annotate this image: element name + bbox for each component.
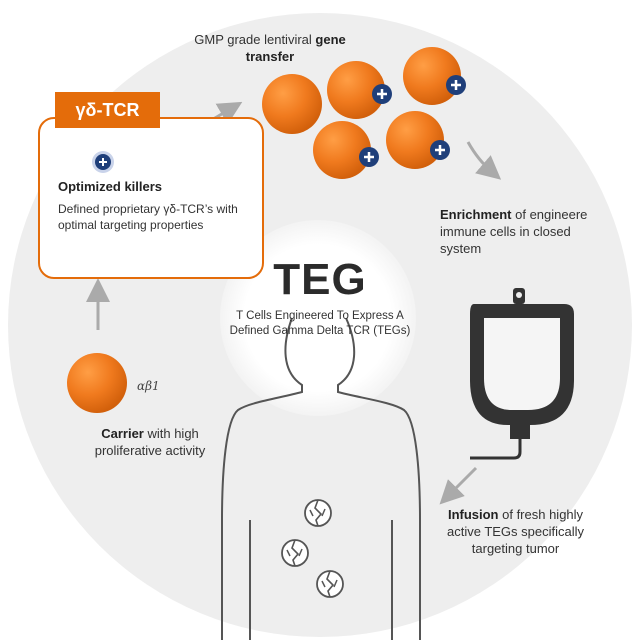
receptor-label: αβ1 [137,379,160,393]
teg-subtitle-line1: T Cells Engineered To Express A [236,310,404,322]
enrichment-label: Enrichment of engineere immune cells in … [440,206,615,257]
teg-subtitle: T Cells Engineered To Express A Defined … [222,309,418,339]
gene-transfer-bold: gene transfer [245,32,346,64]
infusion-rest: of fresh highly active TEGs specifically… [446,507,585,556]
carrier-cell [67,353,127,413]
infusion-label: Infusion of fresh highly active TEGs spe… [433,506,598,557]
teg-title: TEG [273,255,367,304]
engineered-cell [313,121,379,179]
arrow-icon [466,141,502,180]
tumor-cell-icon [281,539,309,567]
inner-circle [220,220,416,416]
tcr-box [38,117,264,279]
enrichment-rest: of engineere immune cells in closed syst… [440,207,588,256]
infusion-bold: Infusion [447,507,499,522]
teg-subtitle-line2: Defined Gamma Delta TCR (TEGs) [229,325,411,337]
carrier-bold: Carrier [101,426,144,441]
tcr-description: Defined proprietary γδ-TCR’s with optima… [58,202,238,232]
tcr-title: Optimized killers [58,179,163,194]
engineered-cell [403,47,466,105]
iv-bag-icon [470,288,574,460]
gene-transfer-normal: GMP grade lentiviral [194,32,316,47]
plus-icon [92,151,114,173]
tumor-cell-icon [316,570,344,598]
engineered-cell [327,61,392,119]
gene-transfer-label: GMP grade lentiviral gene transfer [170,31,370,65]
engineered-cell [386,111,450,169]
tumor-cell-icon [304,499,332,527]
tcr-caption: γδ-TCR [55,92,160,128]
carrier-rest: with high proliferative activity [94,426,206,458]
arrow-icon [439,466,478,505]
body-silhouette-icon [221,317,421,640]
engineered-cell [262,74,322,134]
carrier-label: Carrier with high proliferative activity [70,425,230,459]
enrichment-bold: Enrichment [440,207,512,222]
